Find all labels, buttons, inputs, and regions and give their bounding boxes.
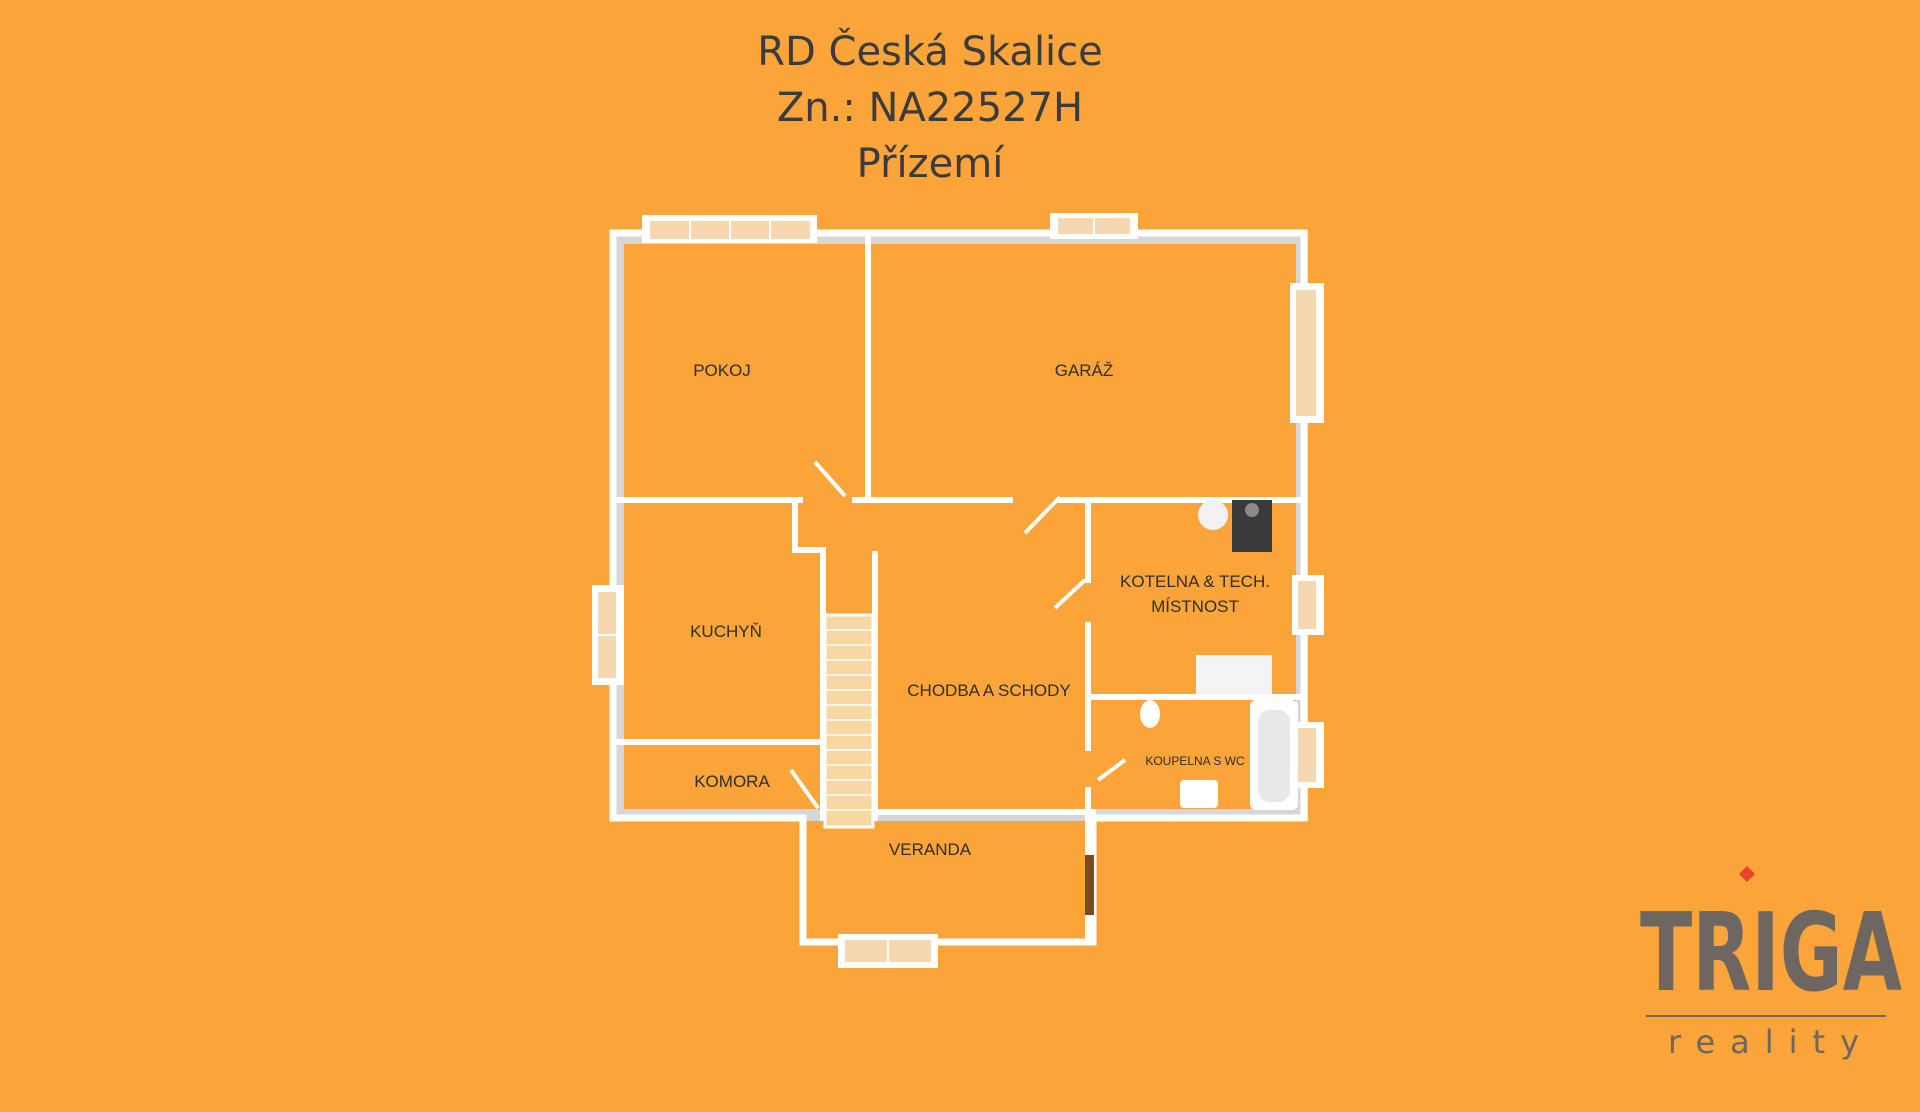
floor-name: Přízemí <box>856 141 1004 187</box>
room-label-komora: KOMORA <box>694 772 770 791</box>
bathtub <box>1250 700 1298 810</box>
window-kuchyn <box>592 585 624 685</box>
boiler <box>1198 500 1272 552</box>
windows <box>592 213 1324 968</box>
room-label-chodba: CHODBA A SCHODY <box>907 681 1070 700</box>
room-label-kuchyn: KUCHYŇ <box>690 622 762 641</box>
window-kotelna <box>1292 575 1324 635</box>
utility-counter <box>1196 655 1272 695</box>
outer-walls <box>609 229 1308 946</box>
logo-accent-diamond <box>1739 866 1755 882</box>
room-label-garaz: GARÁŽ <box>1055 361 1114 380</box>
wall-shadows <box>612 232 1308 821</box>
veranda-door <box>1085 855 1094 915</box>
room-label-kotelna-line2: MÍSTNOST <box>1151 597 1239 616</box>
plan-title: RD Česká Skalice <box>757 29 1103 75</box>
room-label-koupelna: KOUPELNA S WC <box>1145 754 1245 768</box>
window-veranda <box>838 934 938 968</box>
inner-walls <box>610 230 1307 945</box>
logo-sub-text: reality <box>1668 1023 1874 1060</box>
doors <box>789 460 1127 810</box>
room-label-kotelna-line1: KOTELNA & TECH. <box>1120 572 1270 591</box>
room-label-veranda: VERANDA <box>889 840 972 859</box>
window-garaz-side <box>1290 283 1324 423</box>
plan-reference-number: Zn.: NA22527H <box>776 85 1084 131</box>
room-label-pokoj: POKOJ <box>693 361 751 380</box>
washbasin <box>1180 780 1218 808</box>
toilet <box>1140 700 1160 728</box>
window-garaz-top <box>1050 213 1138 239</box>
triga-reality-logo: TRIGA reality <box>1640 866 1902 1060</box>
staircase <box>823 613 875 829</box>
window-pokoj <box>642 215 817 243</box>
logo-brand-text: TRIGA <box>1640 891 1902 1016</box>
